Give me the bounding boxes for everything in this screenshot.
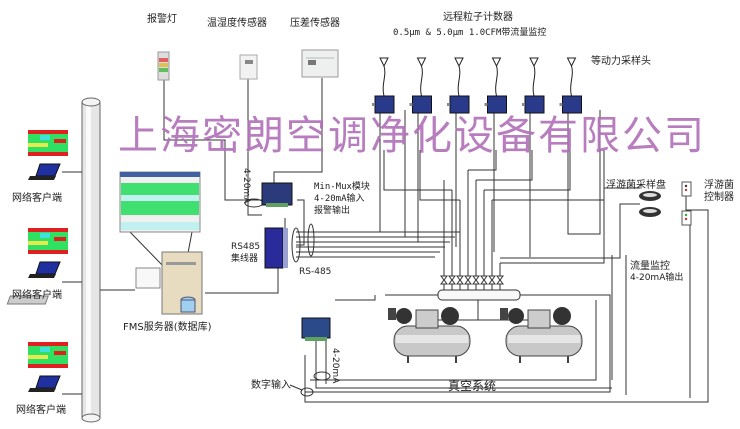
isokinetic-probe-icon — [566, 57, 577, 68]
alarm-light-label: 报警灯 — [147, 14, 177, 25]
vacuum-system-label: 真空系统 — [448, 379, 497, 393]
valve-icon — [488, 275, 496, 290]
particle-counter-4 — [484, 57, 507, 114]
valve-icon — [456, 275, 464, 290]
network-client-2 — [28, 228, 68, 278]
remote-counter-title: 远程粒子计数器 — [443, 12, 513, 23]
remote-counter-spec: 0.5μm & 5.0μm 1.0CFM带流量监控 — [393, 28, 547, 38]
minimux-label-2: 4-20mA输入 — [314, 194, 365, 204]
isokinetic-probe-icon — [416, 57, 427, 68]
particle-counter-5 — [522, 57, 545, 114]
particle-counter-1 — [372, 57, 395, 114]
rs485-hub-label-2: 集线器 — [231, 254, 259, 264]
signal-4-20ma-bottom-label: 4-20mA — [330, 348, 340, 384]
client-screen-icon — [28, 130, 68, 156]
fms-server — [6, 251, 203, 315]
isokinetic-probe-icon — [379, 57, 389, 68]
network-client-label-3: 网络客户端 — [16, 405, 66, 416]
flow-monitor-label-2: 4-20mA输出 — [630, 273, 684, 283]
vacuum-pump-2 — [500, 307, 583, 363]
client-screen-icon — [28, 228, 68, 254]
temp-humidity-sensor-label: 温湿度传感器 — [207, 18, 267, 29]
fms-server-label: FMS服务器(数据库) — [123, 322, 212, 333]
client-screen-icon — [28, 342, 68, 368]
valve-icon — [448, 275, 456, 290]
rs485-hub-label-1: RS485 — [231, 242, 261, 252]
rs485-hub — [264, 227, 288, 269]
minimux-label-1: Min-Mux模块 — [314, 182, 370, 192]
isokinetic-probe-icon — [454, 57, 464, 68]
valve-icon — [472, 275, 480, 290]
rs485-bus-label: RS-485 — [299, 267, 332, 277]
signal-4-20ma-top-label: 4-20mA — [241, 168, 251, 204]
particle-counter-2 — [409, 57, 432, 114]
vacuum-pump-1 — [388, 307, 471, 363]
valve-icon — [464, 275, 472, 290]
digital-input-label: 数字输入 — [251, 380, 291, 391]
valve-icon — [496, 275, 504, 290]
planktonic-sampler-1 — [639, 191, 661, 201]
minimux-module-top — [261, 182, 293, 207]
laptop-icon — [28, 163, 61, 180]
planktonic-controller-label-1: 浮游菌 — [704, 180, 734, 191]
planktonic-controller-2 — [681, 210, 692, 226]
valve-icon — [480, 275, 488, 290]
diff-pressure-sensor — [301, 49, 339, 78]
flow-monitor-label-1: 流量监控 — [630, 261, 670, 272]
particle-counter-3 — [447, 57, 470, 114]
isokinetic-probe-icon — [491, 57, 502, 68]
network-backbone — [81, 97, 101, 423]
company-watermark: 上海密朗空调净化设备有限公司 — [118, 113, 706, 159]
valve-icon — [440, 275, 448, 290]
network-client-label-2: 网络客户端 — [12, 290, 62, 301]
wiring — [62, 78, 709, 403]
network-client-3 — [28, 342, 68, 392]
software-screenshot — [119, 171, 201, 233]
vacuum-manifold — [437, 275, 521, 301]
alarm-light — [157, 51, 170, 81]
temp-humidity-sensor — [239, 54, 258, 80]
laptop-icon — [28, 375, 61, 392]
planktonic-controller-label-2: 控制器 — [704, 192, 734, 203]
network-client-label-1: 网络客户端 — [12, 193, 62, 204]
network-client-1 — [28, 130, 68, 180]
particle-counter-6 — [559, 57, 582, 114]
minimux-module-bottom — [301, 317, 331, 341]
minimux-label-3: 报警输出 — [314, 206, 351, 216]
planktonic-sampler-label: 浮游菌采样盘 — [606, 180, 666, 191]
isokinetic-probe-icon — [529, 57, 539, 68]
isokinetic-probe-label: 等动力采样头 — [591, 56, 651, 67]
planktonic-sampler-2 — [639, 207, 661, 217]
laptop-icon — [28, 261, 61, 278]
planktonic-controller-1 — [681, 181, 692, 197]
diff-pressure-sensor-label: 压差传感器 — [290, 18, 340, 29]
